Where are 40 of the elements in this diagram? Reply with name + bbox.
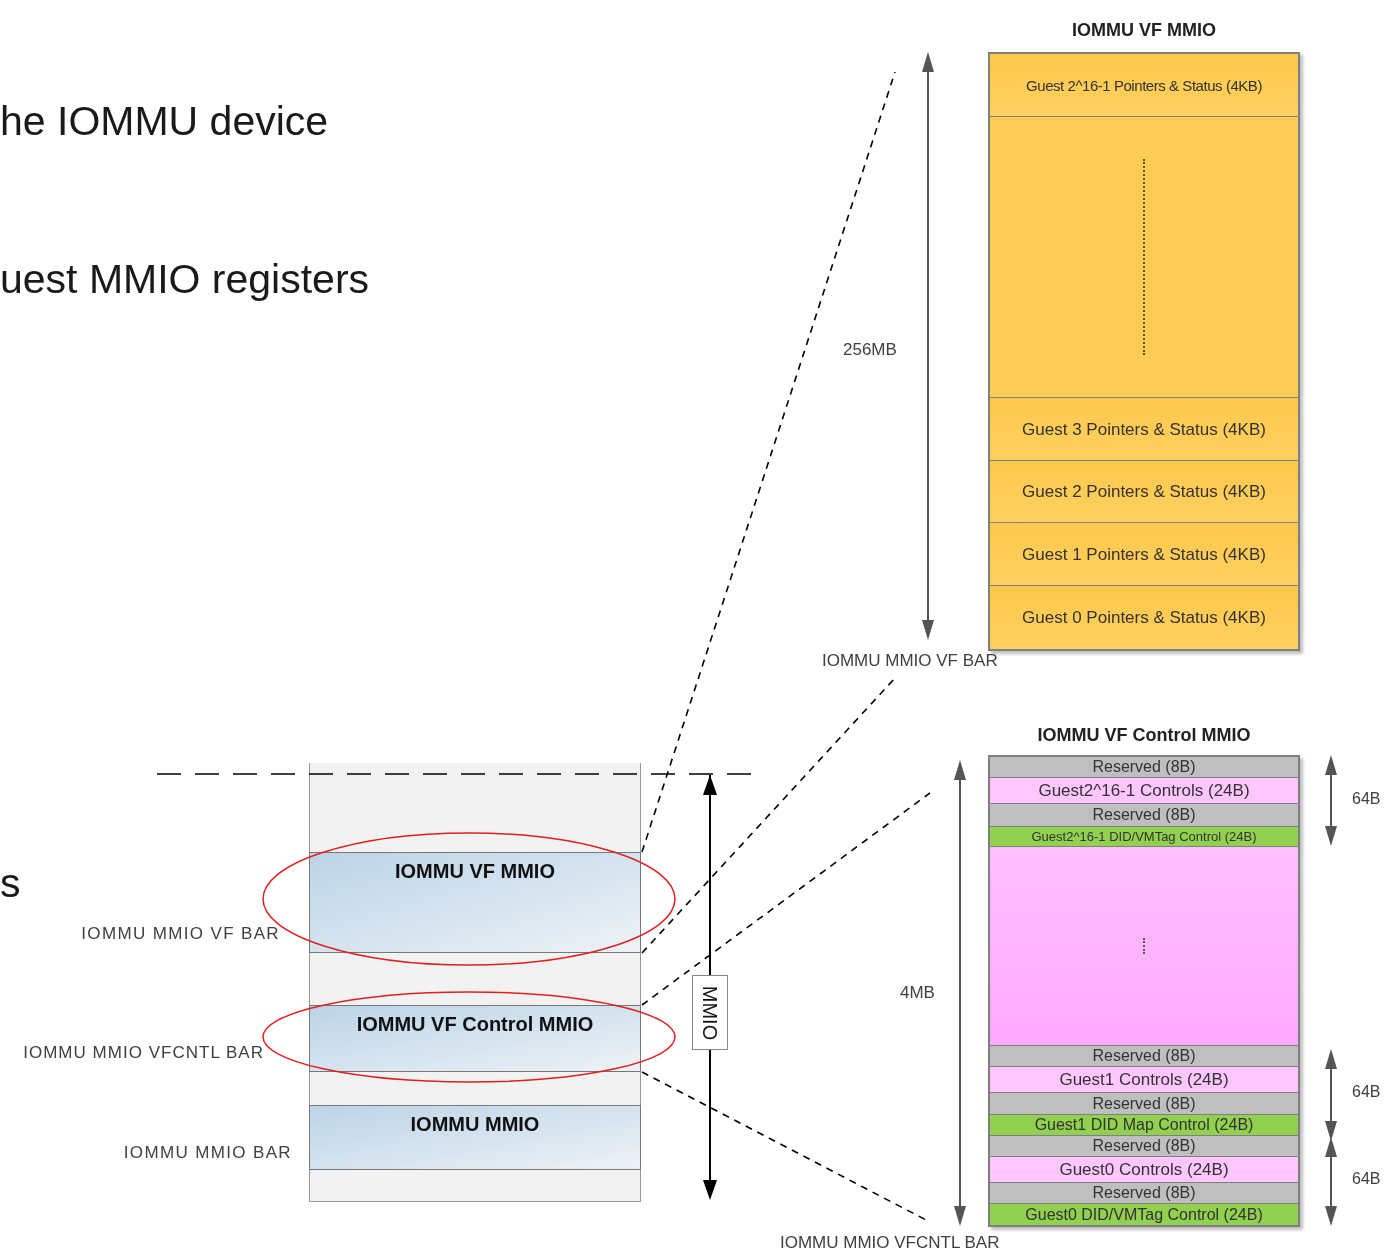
memory-region: Guest 2^16-1 Pointers & Status (4KB) (990, 54, 1298, 117)
register-row: Guest0 Controls (24B) (990, 1157, 1298, 1183)
memory-region: Guest 1 Pointers & Status (4KB) (990, 523, 1298, 586)
size-label: 4MB (900, 982, 936, 1004)
register-row: Guest2^16-1 DID/VMTag Control (24B) (990, 827, 1298, 847)
zoom-line (641, 677, 896, 954)
register-row: Guest1 DID Map Control (24B) (990, 1115, 1298, 1136)
register-row: Guest1 Controls (24B) (990, 1067, 1298, 1093)
body-text: he IOMMU device (0, 97, 330, 146)
bar-label: IOMMU MMIO VFCNTL BAR (780, 1232, 1001, 1252)
register-row: Guest2^16-1 Controls (24B) (990, 778, 1298, 804)
register-row (990, 847, 1298, 1046)
mmio-label: MMIO (692, 975, 728, 1050)
memory-region: Guest 2 Pointers & Status (4KB) (990, 461, 1298, 523)
memory-bar-region: IOMMU VF MMIO (309, 852, 641, 953)
register-row: Reserved (8B) (990, 804, 1298, 827)
register-row: Reserved (8B) (990, 757, 1298, 778)
size-label: 64B (1352, 789, 1382, 809)
size-label: 64B (1352, 1082, 1382, 1102)
bar-label: IOMMU MMIO VF BAR (80, 923, 280, 945)
size-label: 64B (1352, 1169, 1382, 1189)
register-row: Reserved (8B) (990, 1046, 1298, 1067)
zoom-line (641, 71, 896, 853)
bar-label: IOMMU MMIO VFCNTL BAR (22, 1042, 264, 1064)
section-heading: IOMMU VF MMIO (1072, 18, 1216, 42)
register-row: Reserved (8B) (990, 1093, 1298, 1115)
bar-label: IOMMU MMIO VF BAR (822, 650, 999, 672)
size-label: 256MB (843, 339, 898, 361)
register-row: Guest0 DID/VMTag Control (24B) (990, 1204, 1298, 1225)
memory-region (990, 117, 1298, 398)
body-text: uest MMIO registers (0, 255, 371, 304)
memory-bar-region: IOMMU MMIO (309, 1105, 641, 1170)
register-row: Reserved (8B) (990, 1136, 1298, 1157)
register-row: Reserved (8B) (990, 1183, 1298, 1204)
section-heading: IOMMU VF Control MMIO (1037, 724, 1251, 747)
body-text: s (0, 859, 22, 908)
memory-region: Guest 3 Pointers & Status (4KB) (990, 398, 1298, 461)
memory-region: Guest 0 Pointers & Status (4KB) (990, 586, 1298, 649)
bar-label: IOMMU MMIO BAR (122, 1142, 292, 1164)
memory-bar-region: IOMMU VF Control MMIO (309, 1005, 641, 1072)
